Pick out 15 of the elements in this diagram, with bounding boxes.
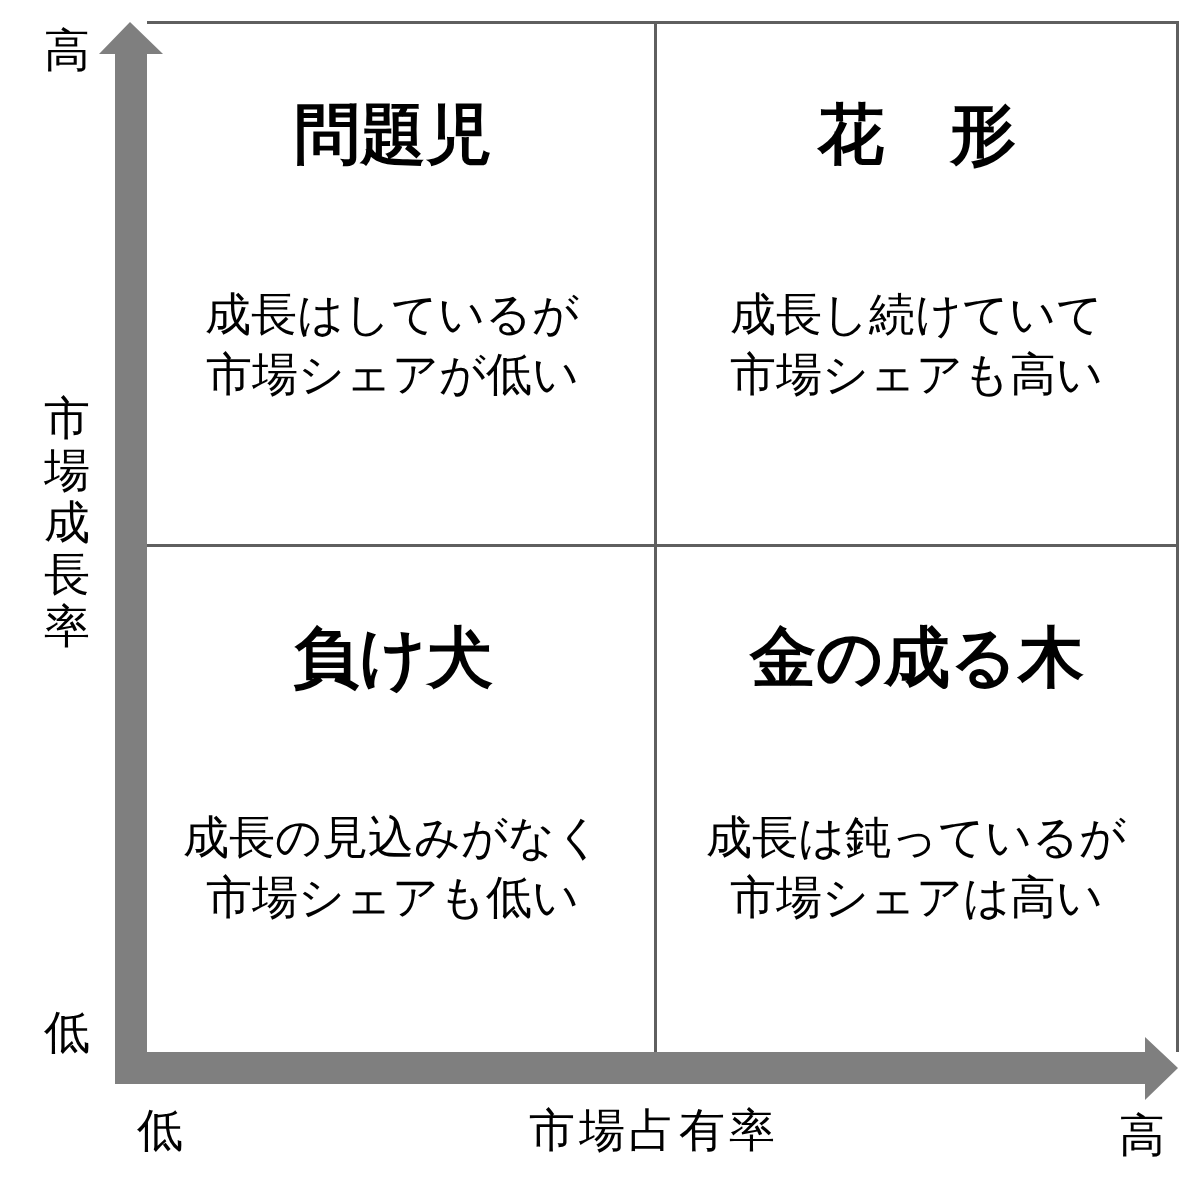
quadrant-title: 金の成る木 (749, 618, 1084, 698)
quadrant-description: 成長は鈍っているが市場シェアは高い (705, 809, 1128, 926)
quadrant-box (654, 21, 1179, 547)
axis-label: 低 (44, 1006, 90, 1058)
axis-title: 市場成長率 (43, 392, 91, 652)
quadrant-title: 負け犬 (292, 618, 493, 698)
quadrant-title: 問題児 (293, 95, 492, 175)
axis-title: 市場占有率 (529, 1104, 779, 1156)
quadrant-description: 成長はしているが市場シェアが低い (204, 286, 581, 403)
quadrant-title: 花 形 (817, 95, 1016, 175)
axis-label: 低 (137, 1104, 183, 1156)
quadrant-description: 成長の見込みがなく市場シェアも低い (182, 809, 603, 926)
quadrant-description: 成長し続けていて市場シェアも高い (729, 286, 1104, 403)
axis-label: 高 (44, 24, 90, 76)
axis-label: 高 (1119, 1109, 1165, 1161)
